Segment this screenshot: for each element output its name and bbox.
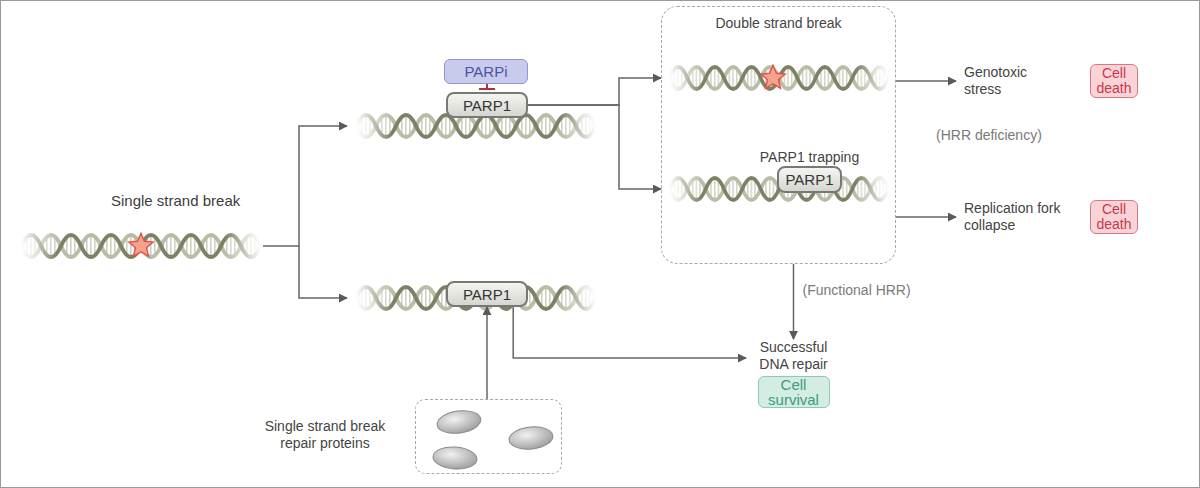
arrow-connector [528,78,661,105]
arrow-connector [528,105,661,189]
break-burst [761,65,785,88]
node-text: PARP1 [463,97,511,114]
break-burst [129,233,153,256]
node-heading: Single strand break repair proteins [250,418,400,452]
node-text: Cell survival [758,376,830,408]
node-heading: Replication fork collapse [964,200,1062,234]
node-heading: Genotoxic stress [964,64,1042,98]
arrow-connector [793,264,794,339]
break-label: Single strand break [111,192,240,209]
arrow-connector [513,307,746,358]
node-heading: PARP1 trapping [760,149,859,165]
protein-box: PARP1 [446,281,528,307]
protein-box: PARP1 trappingPARP1 [777,166,842,193]
outcome-box: Successful DNA repairCell survival [746,339,841,409]
node-text: Cell death [1090,200,1138,234]
node-text: Cell death [1090,64,1138,98]
branch-arrow [263,126,347,246]
edge-label: (Functional HRR) [803,282,911,298]
arrow-connector [896,81,956,82]
node-text: PARP1 [785,171,833,188]
outcome-group-box: Double strand breakPARP1 trappingPARP1 [661,6,896,264]
arrow-connector [896,217,956,218]
protein-blob [436,408,483,436]
repair-group-box: Single strand break repair proteins [415,399,562,474]
inhibition-connector [479,84,495,89]
node-heading: Double strand break [715,15,841,31]
outcome-box: Replication fork collapse Cell death [956,199,1138,235]
inhibitor-box: PARPi [444,59,528,84]
outcome-box: Genotoxic stress Cell death [956,63,1138,99]
branch-arrow [299,246,347,298]
dna-helix [356,115,596,137]
condition-note: (HRR deficiency) [936,127,1042,143]
node-heading: Successful DNA repair [746,339,841,373]
protein-box: PARP1 [446,92,528,118]
node-text: PARP1 [463,286,511,303]
node-text: PARPi [464,63,507,80]
protein-blob [432,445,477,470]
arrow-connector [487,307,488,399]
protein-blob [508,425,554,451]
